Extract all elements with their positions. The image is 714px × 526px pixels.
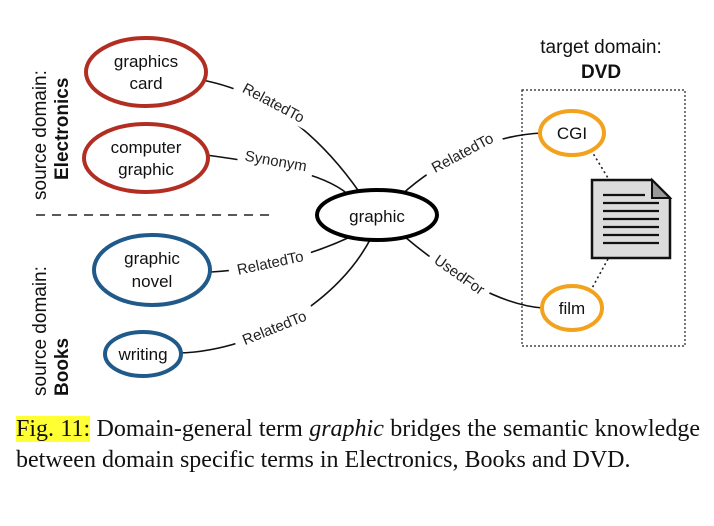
caption-term: graphic	[309, 416, 384, 442]
node-computer-graphic: computer graphic	[82, 122, 210, 194]
svg-text:graphics: graphics	[114, 52, 178, 71]
svg-text:graphic: graphic	[124, 249, 180, 268]
source-electronics-label: source domain:	[30, 70, 51, 200]
target-domain-label: target domain:	[540, 37, 661, 58]
svg-text:graphic: graphic	[118, 160, 174, 179]
edge-label-writing: RelatedTo	[231, 301, 317, 353]
target-domain-name: DVD	[581, 62, 621, 83]
svg-text:writing: writing	[117, 345, 167, 364]
link-cgi-document	[590, 149, 609, 179]
edge-label-film: UsedFor	[425, 245, 495, 303]
edge-label-computer-graphic: Synonym	[236, 143, 316, 177]
node-cgi: CGI	[538, 109, 606, 157]
knowledge-graph-diagram: source domain: Electronics source domain…	[30, 36, 686, 396]
svg-text:graphic: graphic	[349, 207, 405, 226]
node-graphics-card: graphics card	[84, 36, 208, 108]
link-document-film	[590, 258, 609, 291]
figure-caption: Fig. 11: Domain-general term graphic bri…	[16, 414, 700, 476]
edge-label-cgi: RelatedTo	[420, 123, 504, 181]
source-books-domain: Books	[52, 338, 73, 396]
svg-text:computer: computer	[111, 138, 182, 157]
node-graphic: graphic	[315, 188, 439, 242]
svg-text:film: film	[559, 299, 585, 318]
caption-text-after: bridges the semantic knowledge between d…	[16, 416, 700, 473]
edge-label-graphic-novel: RelatedTo	[226, 243, 314, 281]
svg-text:CGI: CGI	[557, 124, 587, 143]
svg-text:novel: novel	[132, 272, 173, 291]
node-graphic-novel: graphic novel	[92, 233, 212, 307]
svg-text:RelatedTo: RelatedTo	[240, 308, 309, 349]
target-domain-box	[521, 89, 686, 347]
source-electronics-domain: Electronics	[52, 78, 73, 180]
figure-label: Fig. 11:	[16, 416, 91, 442]
node-film: film	[540, 284, 604, 332]
source-books-label: source domain:	[30, 266, 51, 396]
edge-label-graphics-card: RelatedTo	[232, 73, 316, 131]
caption-text-before: Domain-general term	[90, 416, 310, 442]
svg-text:card: card	[129, 74, 162, 93]
document-icon	[590, 177, 673, 260]
node-writing: writing	[103, 330, 183, 378]
